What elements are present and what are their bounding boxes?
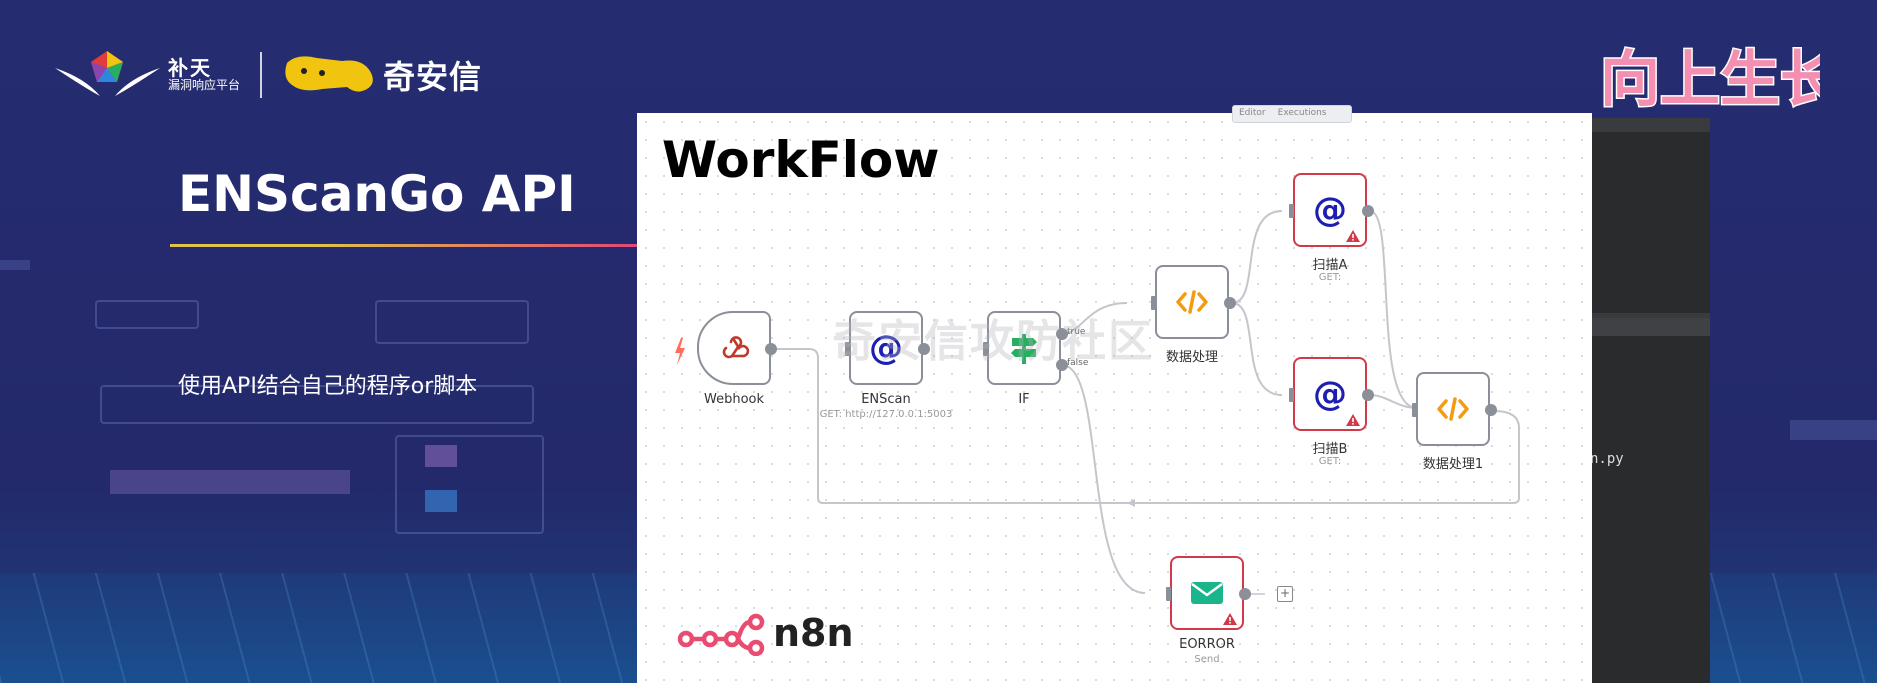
node-scan-b[interactable]: @ xyxy=(1293,357,1367,431)
trigger-bolt-icon xyxy=(675,338,685,365)
editor-code-line: n.py xyxy=(1590,451,1624,467)
svg-text:@: @ xyxy=(1313,192,1347,228)
edge-process-scanB xyxy=(1231,302,1283,396)
title-underline xyxy=(170,244,645,247)
port-scanA-out xyxy=(1362,205,1374,217)
n8n-logo: n8n xyxy=(677,610,854,656)
deco-block xyxy=(0,260,30,270)
node-data-process-1-label: 数据处理1 xyxy=(1422,457,1484,472)
butian-text: 补天 漏洞响应平台 xyxy=(168,57,240,92)
editor-bar xyxy=(1590,318,1710,336)
port-enscan-out xyxy=(918,343,930,355)
editor-bar xyxy=(1590,118,1710,132)
qianxin-mascot-icon xyxy=(285,55,373,92)
deco-block xyxy=(1790,420,1877,440)
edge-scanA-process1 xyxy=(1369,210,1418,409)
deco-panel xyxy=(100,385,534,424)
warning-icon xyxy=(1223,613,1237,625)
node-error-sub: Send xyxy=(1194,654,1220,665)
workflow-canvas[interactable]: Editor Executions WorkFlow xyxy=(637,105,1592,683)
butian-name: 补天 xyxy=(168,56,212,81)
edge-if-error xyxy=(1061,364,1146,594)
port-error-in xyxy=(1166,587,1171,601)
node-if-label: IF xyxy=(1018,392,1030,407)
node-if[interactable] xyxy=(987,311,1061,385)
code-icon xyxy=(1437,397,1469,421)
port-if-false xyxy=(1056,359,1068,371)
deco-block xyxy=(110,470,350,494)
code-icon xyxy=(1176,290,1208,314)
add-node-button[interactable]: + xyxy=(1277,586,1293,602)
node-enscan-label: ENScan xyxy=(861,392,911,407)
node-scan-b-sub: GET: xyxy=(1318,456,1342,467)
deco-block xyxy=(425,490,457,512)
n8n-wordmark: n8n xyxy=(773,611,854,655)
port-if-true xyxy=(1056,328,1068,340)
port-scanB-out xyxy=(1362,389,1374,401)
port-if-in xyxy=(983,342,988,356)
qianxin-name: 奇安信 xyxy=(383,58,483,96)
deco-panel xyxy=(395,435,544,534)
svg-text:@: @ xyxy=(1313,376,1347,412)
node-scan-a-label: 扫描A xyxy=(1312,258,1348,273)
logo-divider xyxy=(260,52,263,98)
node-webhook-label: Webhook xyxy=(703,392,765,407)
port-scanA-in xyxy=(1289,204,1294,218)
loop-arrow-icon xyxy=(1127,499,1135,507)
warning-icon xyxy=(1346,230,1360,242)
if-false-label: false xyxy=(1067,358,1089,368)
webhook-icon xyxy=(722,336,750,359)
workflow-ports xyxy=(765,204,1497,601)
email-icon xyxy=(1191,582,1223,604)
node-scan-a[interactable]: @ xyxy=(1293,173,1367,247)
signpost-icon xyxy=(1011,334,1037,364)
node-scan-b-label: 扫描B xyxy=(1312,442,1348,457)
butian-tagline: 漏洞响应平台 xyxy=(168,78,241,93)
node-webhook[interactable] xyxy=(697,311,771,385)
workflow-title: WorkFlow xyxy=(662,131,940,189)
port-error-out xyxy=(1239,588,1251,600)
growth-badge-icon: 向上生长 xyxy=(1599,44,1821,117)
deco-panel xyxy=(375,300,529,344)
n8n-logo-icon xyxy=(677,613,765,656)
node-scan-a-sub: GET: xyxy=(1318,272,1342,283)
node-data-process-label: 数据处理 xyxy=(1165,350,1218,365)
if-true-label: true xyxy=(1067,327,1086,337)
node-error-label: EORROR xyxy=(1179,637,1235,652)
slide-title: ENScanGo API xyxy=(178,165,576,223)
edge-loop-back xyxy=(808,348,1520,504)
http-at-icon: @ xyxy=(1313,376,1347,412)
port-scanB-in xyxy=(1289,388,1294,402)
port-enscan-in xyxy=(845,342,850,356)
watermark-text: 奇安信攻防社区 xyxy=(832,316,1154,367)
node-enscan-url: GET: http://127.0.0.1:5003 xyxy=(819,409,953,420)
tab-executions[interactable]: Executions xyxy=(1277,108,1327,118)
workflow-connections xyxy=(675,210,1520,594)
port-process1-out xyxy=(1485,404,1497,416)
editor-tabs: Editor Executions xyxy=(1232,105,1352,123)
deco-block xyxy=(425,445,457,467)
svg-text:@: @ xyxy=(869,330,903,366)
warning-icon xyxy=(1346,414,1360,426)
slide-subtitle: 使用API结合自己的程序or脚本 xyxy=(178,374,478,399)
http-at-icon: @ xyxy=(869,330,903,366)
code-editor-window: n.py xyxy=(1590,118,1710,683)
badge-text: 向上生长 xyxy=(1600,45,1820,115)
butian-logo-icon xyxy=(55,50,160,96)
port-process-in xyxy=(1151,296,1156,310)
port-webhook-out xyxy=(765,343,777,355)
port-process-out xyxy=(1224,297,1236,309)
http-at-icon: @ xyxy=(1313,192,1347,228)
tab-editor[interactable]: Editor xyxy=(1239,108,1266,118)
node-error-email[interactable] xyxy=(1170,556,1244,630)
deco-panel xyxy=(95,300,199,329)
logo-bar: 补天 漏洞响应平台 奇安信 xyxy=(55,45,482,105)
edge-process-scanA xyxy=(1231,210,1283,304)
port-process1-in xyxy=(1412,403,1417,417)
